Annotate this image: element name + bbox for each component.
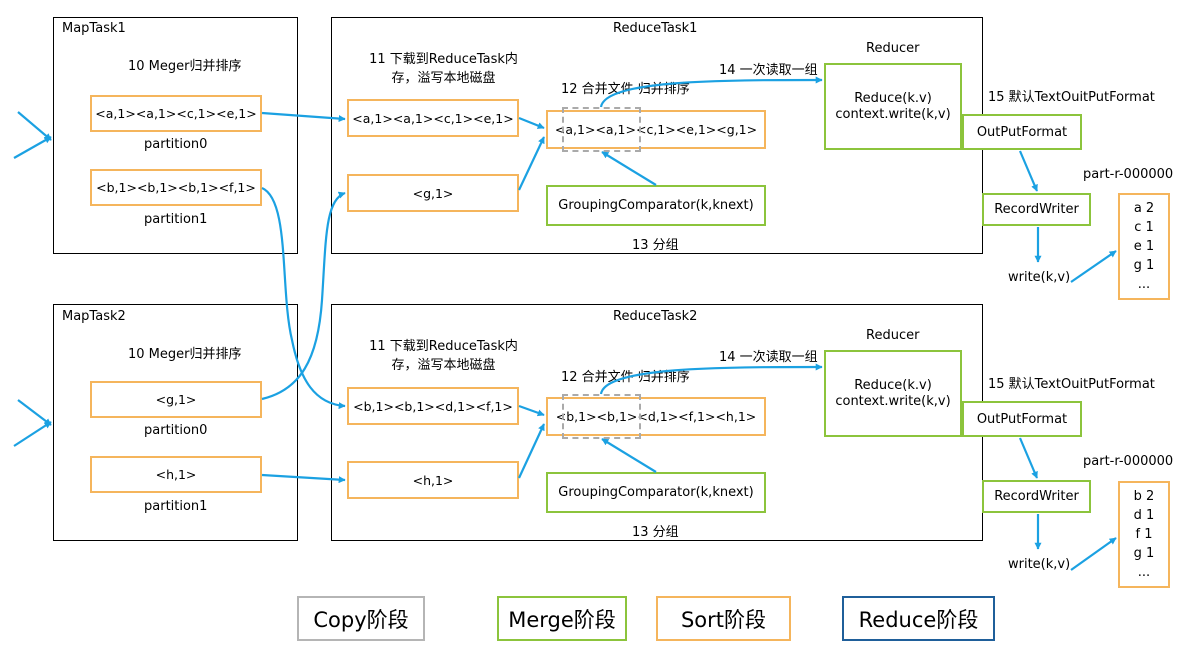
reducetask1-title: ReduceTask1 — [613, 21, 698, 36]
reducetask2-output-line: f 1 — [1135, 527, 1153, 542]
reducetask1-output-line: g 1 — [1133, 258, 1155, 273]
maptask1-partition0-box: <a,1><a,1><c,1><e,1> — [90, 95, 262, 132]
reducetask2-download-line1: 11 下载到ReduceTask内 — [369, 339, 518, 354]
reducetask2-merge-label: 12 合并文件 归并排序 — [561, 370, 690, 385]
reducetask2-output-line: b 2 — [1133, 489, 1155, 504]
reducetask2-group-label: 13 分组 — [632, 525, 679, 540]
reducetask1-output-format-box: OutPutFormat — [962, 114, 1082, 150]
input-arrow — [17, 111, 52, 141]
reducetask2-output-line: d 1 — [1133, 508, 1155, 523]
reducetask1-grouping-comparator-box: GroupingComparator(k,knext) — [546, 185, 766, 226]
reducetask2-title: ReduceTask2 — [613, 309, 698, 324]
reducetask1-group-highlight — [562, 107, 641, 152]
reducetask1-output-line: ... — [1137, 277, 1151, 292]
output-format-arrow — [1018, 150, 1039, 192]
maptask1-partition1-box: <b,1><b,1><b,1><f,1> — [90, 169, 262, 206]
reducetask1-reducer-title: Reducer — [866, 41, 920, 56]
input-arrow — [17, 399, 52, 426]
maptask2-title: MapTask2 — [62, 309, 126, 324]
maptask1-partition1-label: partition1 — [144, 212, 208, 227]
reducetask1-output-line: a 2 — [1133, 201, 1155, 216]
reducetask1-output-file-label: part-r-000000 — [1083, 167, 1174, 182]
legend-reduce-phase: Reduce阶段 — [842, 596, 995, 641]
reducetask1-download-label: 11 下载到ReduceTask内 存，溢写本地磁盘 — [356, 50, 531, 88]
reducetask1-download-line2: 存，溢写本地磁盘 — [391, 71, 496, 86]
reducetask2-output-file-box: b 2 d 1 f 1 g 1 ... — [1118, 481, 1170, 588]
reducetask2-output-format-box: OutPutFormat — [962, 401, 1082, 437]
input-arrow — [13, 136, 52, 159]
reducetask2-download-label: 11 下载到ReduceTask内 存，溢写本地磁盘 — [356, 337, 531, 375]
reducetask2-read-label: 14 一次读取一组 — [719, 350, 818, 365]
reducetask1-output-line: c 1 — [1134, 220, 1154, 235]
maptask1-step-label: 10 Meger归并排序 — [128, 59, 242, 74]
reducetask2-reducer-box: Reduce(k.v) context.write(k,v) — [824, 350, 962, 437]
reducetask2-output-format-label: 15 默认TextOuitPutFormat — [988, 377, 1155, 392]
maptask2-partition1-box: <h,1> — [90, 456, 262, 493]
reducetask1-write-label: write(k,v) — [1008, 270, 1071, 285]
input-arrow — [13, 421, 52, 447]
reducetask2-output-file-label: part-r-000000 — [1083, 454, 1174, 469]
reducetask1-merged-box: <a,1><a,1><c,1><e,1><g,1> — [546, 110, 766, 149]
reducetask1-merge-label: 12 合并文件 归并排序 — [561, 82, 690, 97]
maptask1-panel — [53, 17, 298, 254]
reducetask1-output-line: e 1 — [1133, 239, 1155, 254]
reducetask1-reducer-line1: Reduce(k.v) — [854, 90, 932, 106]
reducetask1-record-writer-box: RecordWriter — [982, 193, 1091, 226]
reducetask1-output-format-label: 15 默认TextOuitPutFormat — [988, 90, 1155, 105]
maptask1-title: MapTask1 — [62, 21, 126, 36]
reducetask2-write-label: write(k,v) — [1008, 557, 1071, 572]
reducetask2-downloaded-box-b: <h,1> — [347, 461, 519, 499]
reducetask2-downloaded-box-a: <b,1><b,1><d,1><f,1> — [347, 387, 519, 425]
maptask2-partition0-box: <g,1> — [90, 381, 262, 418]
legend-copy-phase: Copy阶段 — [297, 596, 425, 641]
reducetask2-output-line: g 1 — [1133, 546, 1155, 561]
maptask2-partition1-label: partition1 — [144, 499, 208, 514]
reducetask2-merged-box: <b,1><b,1><d,1><f,1><h,1> — [546, 397, 766, 436]
reducetask1-download-line1: 11 下载到ReduceTask内 — [369, 52, 518, 67]
maptask2-step-label: 10 Meger归并排序 — [128, 347, 242, 362]
reducetask1-downloaded-box-b: <g,1> — [347, 174, 519, 212]
reducetask1-reducer-box: Reduce(k.v) context.write(k,v) — [824, 63, 962, 150]
reducetask2-output-line: ... — [1137, 565, 1151, 580]
maptask2-partition0-label: partition0 — [144, 423, 208, 438]
reducetask2-record-writer-box: RecordWriter — [982, 480, 1091, 513]
maptask2-panel — [53, 304, 298, 541]
reducetask1-reducer-line2: context.write(k,v) — [835, 106, 951, 122]
reducetask2-group-highlight — [562, 394, 641, 439]
reducetask2-reducer-title: Reducer — [866, 328, 920, 343]
legend-merge-phase: Merge阶段 — [497, 596, 627, 641]
reducetask2-reducer-line1: Reduce(k.v) — [854, 377, 932, 393]
write-output-arrow — [1070, 537, 1117, 571]
legend-sort-phase: Sort阶段 — [656, 596, 791, 641]
reducetask2-reducer-line2: context.write(k,v) — [835, 393, 951, 409]
maptask1-partition0-label: partition0 — [144, 137, 208, 152]
reducetask1-read-label: 14 一次读取一组 — [719, 63, 818, 78]
output-format-arrow — [1018, 437, 1039, 479]
reducetask1-downloaded-box-a: <a,1><a,1><c,1><e,1> — [347, 99, 519, 137]
reducetask2-download-line2: 存，溢写本地磁盘 — [391, 358, 496, 373]
reducetask2-grouping-comparator-box: GroupingComparator(k,knext) — [546, 472, 766, 513]
reducetask1-group-label: 13 分组 — [632, 238, 679, 253]
write-output-arrow — [1070, 250, 1117, 283]
reducetask1-output-file-box: a 2 c 1 e 1 g 1 ... — [1118, 193, 1170, 300]
